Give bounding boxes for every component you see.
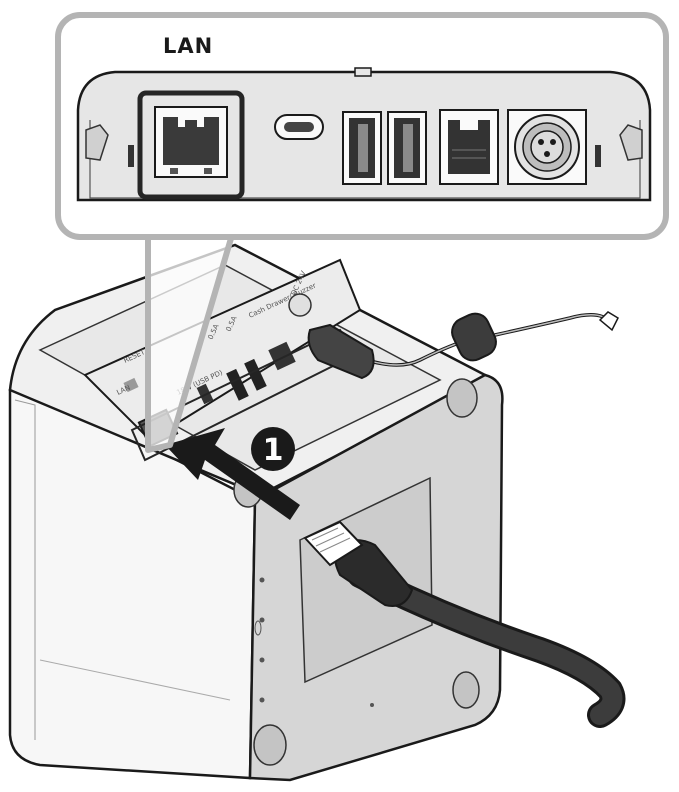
insertion-arrow [165, 428, 300, 520]
cash-drawer-port [439, 109, 499, 185]
lan-port [154, 106, 228, 178]
step-number: 1 [263, 433, 284, 468]
usb-a-port-2 [387, 111, 427, 185]
power-cable [307, 311, 619, 380]
lan-port-highlight [137, 90, 245, 200]
usb-c-port [274, 114, 324, 140]
callout-panel [76, 67, 652, 202]
step-badge: 1 [251, 427, 295, 471]
dc-power-port [507, 109, 587, 185]
usb-a-port-1 [342, 111, 382, 185]
callout-label-lan: LAN [163, 34, 214, 58]
lan-cable [303, 520, 626, 728]
